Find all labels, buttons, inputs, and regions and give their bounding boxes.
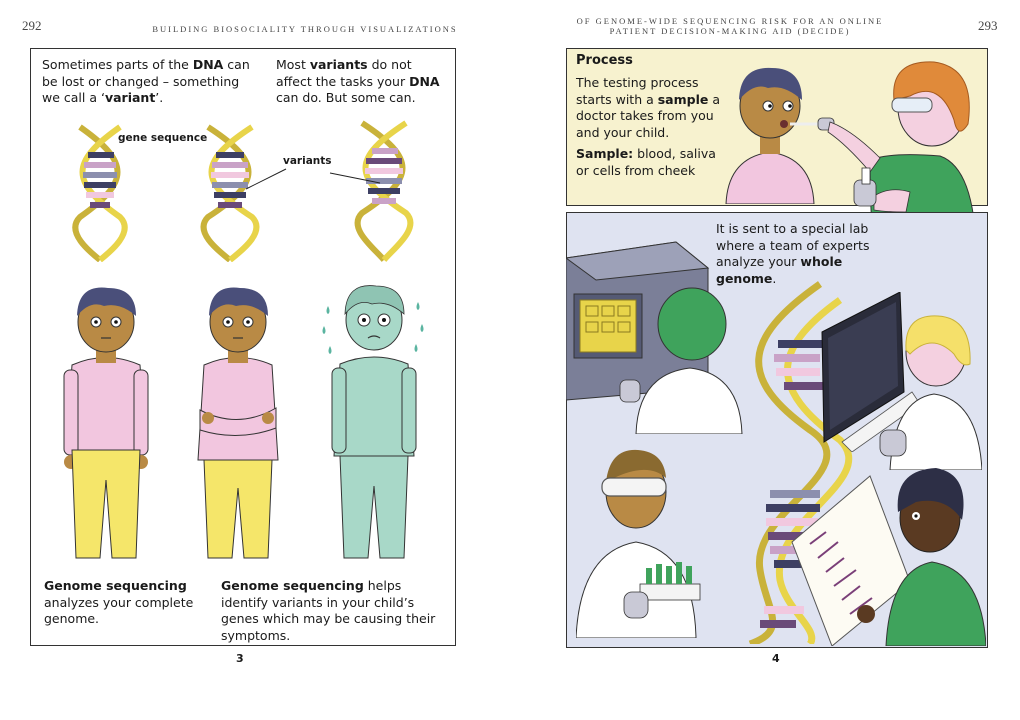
child-figure-unwell (322, 285, 424, 559)
caption-genome-sequencing-1: Genome sequencing analyzes your complete… (44, 578, 194, 626)
lab-tech-at-machine (619, 287, 743, 434)
label-variants: variants (283, 155, 332, 167)
child-being-swabbed (725, 67, 815, 204)
lab-text: It is sent to a special lab where a team… (716, 221, 870, 286)
caption-genome-sequencing-2: Genome sequencing helps identify variant… (221, 578, 436, 643)
variants-pointer-lines (245, 168, 381, 190)
dna-helix-large (748, 281, 852, 644)
page-number-left: 292 (22, 18, 42, 33)
scientist-reading-results (791, 468, 986, 646)
variant-intro-text: Sometimes parts of the DNA can be lost o… (42, 57, 250, 105)
process-title: Process (576, 53, 633, 68)
folio-left: 3 (236, 652, 244, 665)
child-figure-calm (63, 287, 149, 559)
dna-helix-normal-1 (72, 124, 128, 262)
sequencing-machine (566, 241, 710, 401)
child-figure-arms-crossed (197, 287, 279, 559)
variants-effect-text: Most variants do not affect the tasks yo… (276, 57, 440, 105)
process-text: The testing process starts with a sample… (576, 75, 720, 140)
label-gene-sequence: gene sequence (118, 132, 208, 144)
running-head-left: BUILDING BIOSOCIALITY THROUGH VISUALIZAT… (152, 24, 458, 34)
scientist-at-computer (879, 315, 982, 470)
dna-helix-variant-3 (354, 120, 414, 262)
scientist-with-sample-tubes (576, 449, 701, 638)
computer-monitor (821, 292, 921, 452)
folio-right: 4 (772, 652, 780, 665)
sample-text: Sample: blood, saliva or cells from chee… (576, 146, 716, 178)
running-head-right: OF GENOME-WIDE SEQUENCING RISK FOR AN ON… (576, 16, 884, 36)
dna-helix-variant-2 (200, 124, 260, 262)
page-number-right: 293 (978, 18, 998, 33)
